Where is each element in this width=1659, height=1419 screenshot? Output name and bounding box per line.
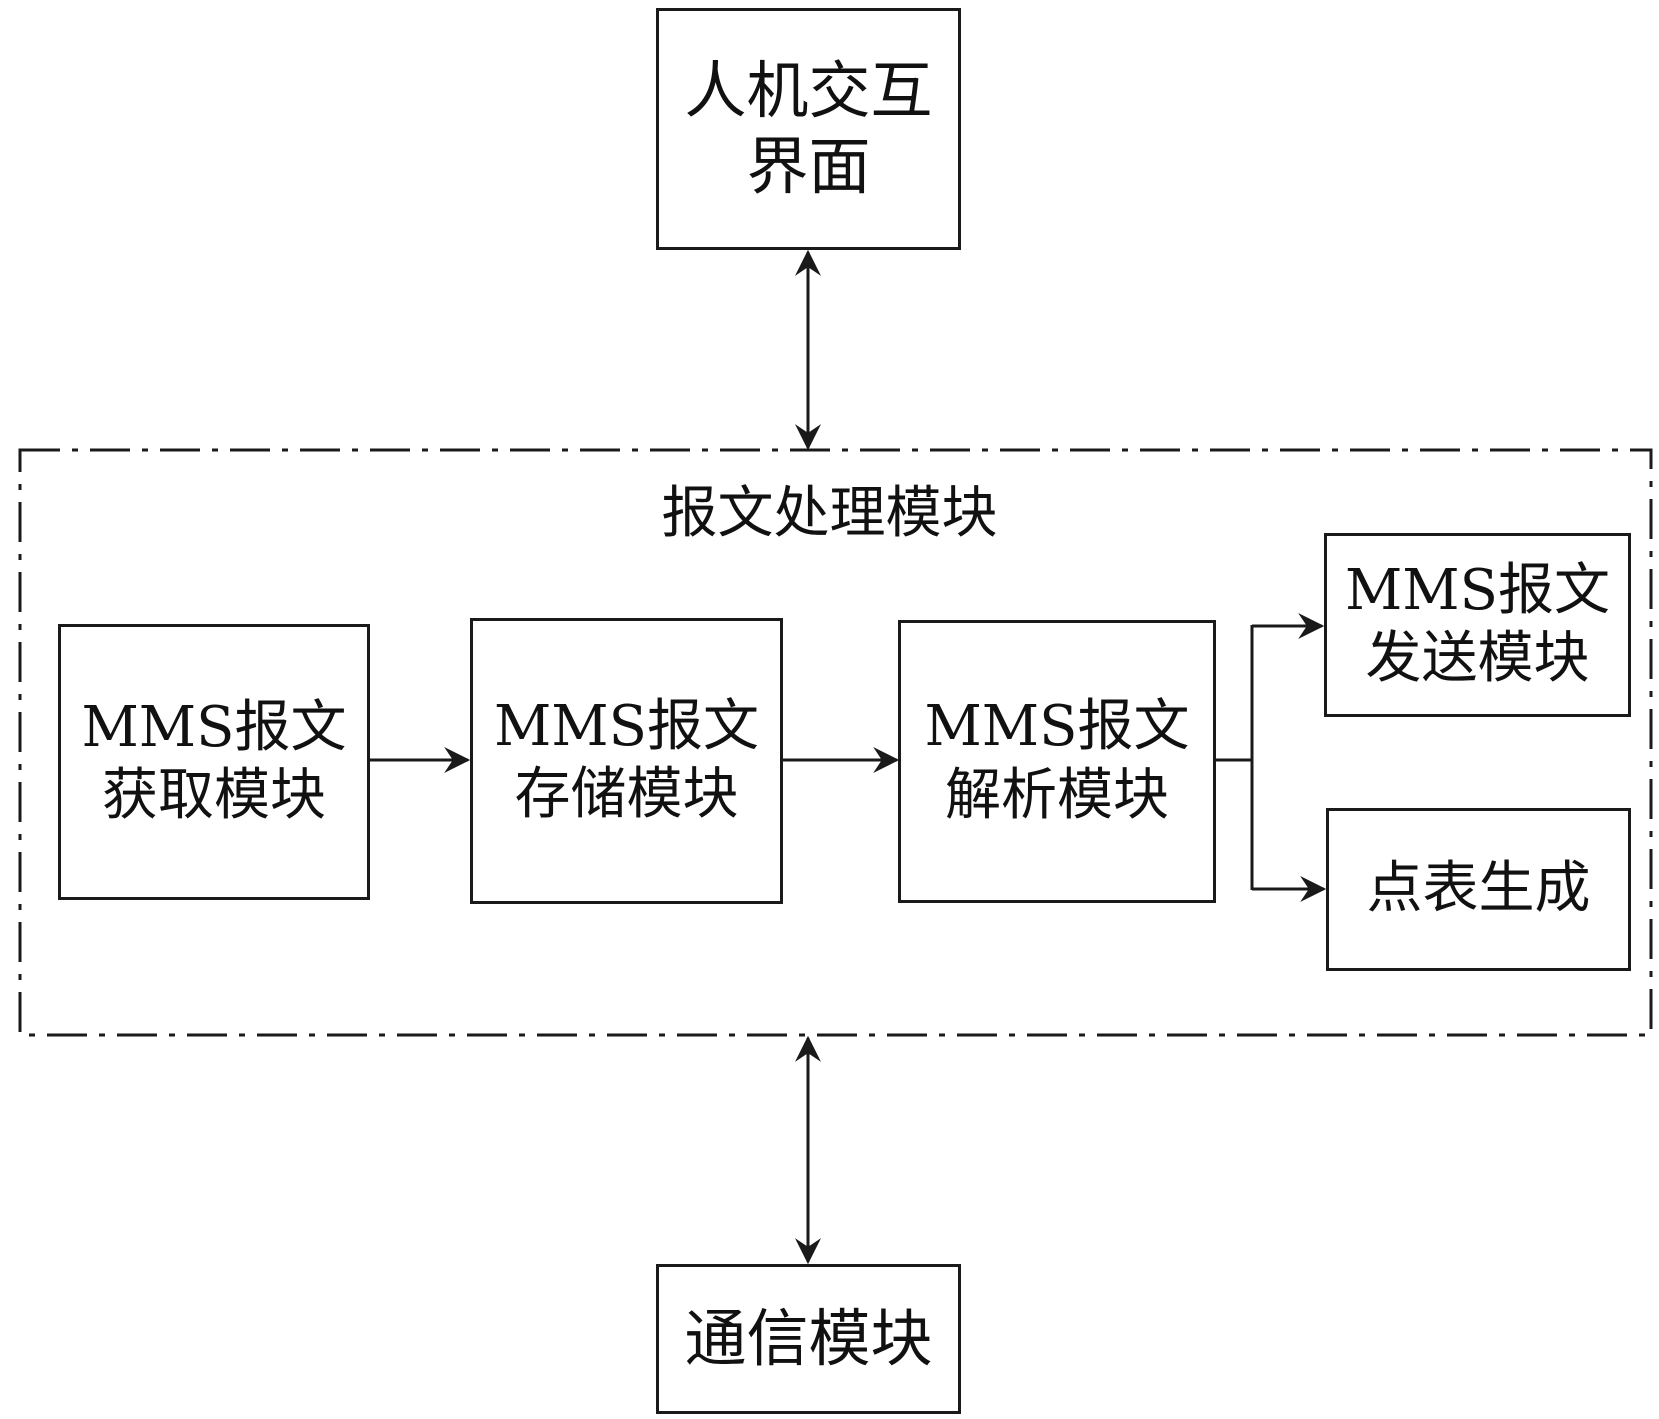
parse-label-line1: MMS报文	[924, 694, 1190, 760]
acquire-box: MMS报文 获取模块	[58, 624, 370, 900]
acquire-label-line1: MMS报文	[81, 694, 347, 760]
pointtable-box: 点表生成	[1326, 808, 1631, 971]
parse-box: MMS报文 解析模块	[898, 620, 1216, 903]
send-label-line1: MMS报文	[1344, 557, 1611, 623]
send-box: MMS报文 发送模块	[1324, 533, 1631, 717]
send-label-line2: 发送模块	[1365, 626, 1590, 691]
hmi-label-line2: 界面	[746, 130, 871, 203]
storage-box: MMS报文 存储模块	[470, 618, 783, 904]
storage-label-line1: MMS报文	[493, 693, 760, 759]
parse-label-line2: 解析模块	[945, 762, 1169, 828]
storage-label-line2: 存储模块	[514, 762, 739, 827]
processing-group-title: 报文处理模块	[661, 481, 998, 546]
hmi-box: 人机交互 界面	[656, 8, 961, 250]
pointtable-label: 点表生成	[1366, 856, 1591, 922]
comm-box: 通信模块	[656, 1264, 961, 1414]
processing-group-boundary	[18, 448, 1653, 1037]
comm-label: 通信模块	[684, 1302, 933, 1376]
hmi-label-line1: 人机交互	[684, 54, 933, 128]
acquire-label-line2: 获取模块	[102, 763, 326, 828]
